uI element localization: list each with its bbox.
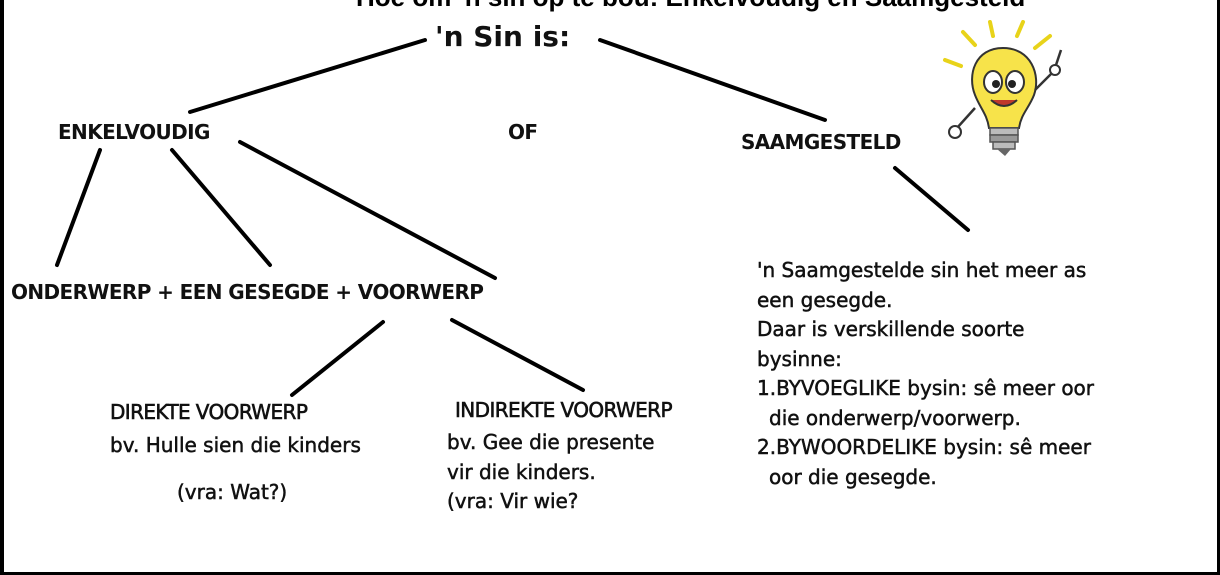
line-left-predicate	[170, 148, 272, 267]
line-root-left	[188, 38, 427, 114]
compound-line: 2.BYWOORDELIKE bysin: sê meer	[757, 435, 1091, 459]
compound-description: 'n Saamgestelde sin het meer as een gese…	[757, 256, 1095, 492]
indirect-line: bv. Gee die presente	[447, 430, 655, 454]
compound-line: Daar is verskillende soorte	[757, 317, 1025, 341]
branch-or: OF	[508, 120, 538, 144]
indirect-object-title: INDIREKTE VOORWERP	[455, 398, 673, 423]
indirect-line: vir die kinders.	[447, 459, 596, 484]
line-left-subject	[55, 148, 102, 267]
indirect-line: (vra: Vir wie?	[447, 489, 579, 513]
compound-line: oor die gesegde.	[769, 464, 937, 489]
compound-line: 1.BYVOEGLIKE bysin: sê meer oor	[757, 376, 1095, 400]
cropped-header-text: Hoe om 'n sin op te bou: Enkelvoudig en …	[356, 0, 1025, 12]
direct-object-title: DIREKTE VOORWERP	[110, 400, 308, 425]
line-root-right	[598, 38, 827, 122]
root-title: 'n Sin is:	[435, 20, 571, 53]
compound-line: bysinne:	[757, 346, 842, 371]
compound-line: een gesegde.	[757, 287, 893, 312]
direct-object-question: (vra: Wat?)	[177, 480, 288, 505]
cropped-header: Hoe om 'n sin op te bou: Enkelvoudig en …	[0, 0, 1220, 12]
indirect-object-text: bv. Gee die presente vir die kinders. (v…	[447, 428, 655, 517]
direct-object-example: bv. Hulle sien die kinders	[110, 433, 361, 458]
line-object-direct	[290, 320, 385, 397]
compound-line: die onderwerp/voorwerp.	[769, 405, 1021, 430]
branch-simple: ENKELVOUDIG	[58, 120, 210, 144]
branch-compound: SAAMGESTELD	[741, 130, 901, 154]
sentence-structure: ONDERWERP + EEN GESEGDE + VOORWERP	[11, 280, 484, 304]
line-object-indirect	[450, 318, 585, 392]
line-right-compound	[893, 166, 970, 232]
lightbulb-mascot-icon	[943, 20, 1063, 156]
line-left-object	[238, 140, 497, 280]
compound-line: 'n Saamgestelde sin het meer as	[757, 258, 1087, 282]
